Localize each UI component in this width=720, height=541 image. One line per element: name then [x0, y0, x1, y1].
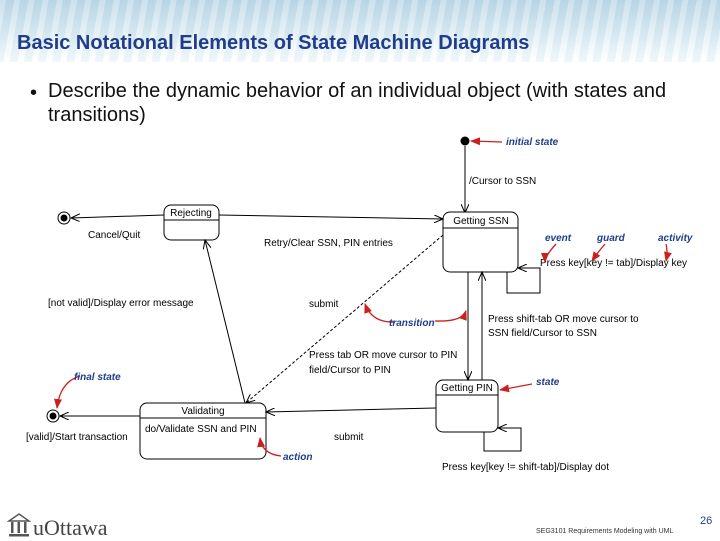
annotation-action: action [283, 452, 312, 463]
annotation-final-state: final state [74, 372, 121, 383]
annotation-guard-arrow [591, 243, 606, 262]
annotation-initial-state: initial state [506, 137, 559, 148]
annotation-transition-arrow-1 [364, 303, 396, 323]
transition-ssn-self-loop [506, 268, 541, 294]
annotation-event-arrow [541, 243, 557, 263]
annotation-initial-state-arrow [470, 137, 503, 146]
annotation-guard: guard [596, 233, 626, 244]
university-logo-text: uOttawa [33, 515, 108, 540]
university-logo-icon [7, 513, 31, 537]
annotation-action-arrow [257, 437, 282, 457]
page-number: 26 [700, 515, 713, 527]
state-validating-label: Validating [181, 406, 224, 417]
transition-retry-label: Retry/Clear SSN, PIN entries [264, 238, 393, 249]
bullet-text: Describe the dynamic behavior of an indi… [48, 80, 667, 126]
state-rejecting-label: Rejecting [170, 208, 212, 219]
annotation-transition: transition [389, 318, 435, 329]
transition-not-valid [205, 240, 246, 404]
transition-not-valid-label: [not valid]/Display error message [48, 298, 194, 309]
transition-valid-label: [valid]/Start transaction [26, 432, 128, 443]
footer-course: SEG3101 Requirements Modeling with UML [536, 528, 674, 535]
transition-submit-pin [266, 407, 437, 412]
annotation-final-state-arrow [54, 375, 81, 409]
transition-shift-tab-label-1: Press shift-tab OR move cursor to [488, 314, 639, 325]
transition-shift-tab-label-2: SSN field/Cursor to SSN [488, 328, 597, 339]
transition-tab-label-1: Press tab OR move cursor to PIN [309, 350, 457, 361]
final-state-bottom [46, 409, 60, 423]
state-validating [139, 402, 267, 460]
transition-retry [218, 214, 443, 219]
annotation-activity: activity [658, 233, 693, 244]
transition-submit-ssn-label: submit [309, 299, 339, 310]
initial-state-node [460, 136, 470, 146]
state-rejecting [163, 204, 220, 241]
transition-submit-ssn [246, 234, 444, 403]
slide-title: Basic Notational Elements of State Machi… [17, 32, 530, 54]
state-getting-pin-label: Getting PIN [441, 383, 493, 394]
annotation-transition-arrow-2 [434, 310, 467, 322]
annotation-activity-arrow [664, 243, 672, 262]
transition-tab-label-2: field/Cursor to PIN [309, 365, 391, 376]
state-getting-ssn-label: Getting SSN [453, 216, 509, 227]
final-state-top [57, 211, 71, 225]
annotation-event: event [545, 233, 572, 244]
annotation-state: state [536, 377, 560, 388]
transition-cancel [71, 215, 165, 218]
bullet-icon: • [30, 82, 38, 104]
transition-submit-pin-label: submit [334, 432, 364, 443]
transition-pin-self-loop-label: Press key[key != shift-tab]/Display dot [442, 462, 609, 473]
transition-ssn-self-loop-label: Press key[key != tab]/Display key [540, 258, 687, 269]
transition-pin-self-loop [483, 428, 522, 452]
initial-transition-label: /Cursor to SSN [469, 176, 536, 187]
annotation-state-arrow [499, 383, 533, 393]
transition-cancel-label: Cancel/Quit [88, 230, 140, 241]
state-validating-activity: do/Validate SSN and PIN [145, 424, 257, 435]
slide-header-band [0, 0, 720, 62]
